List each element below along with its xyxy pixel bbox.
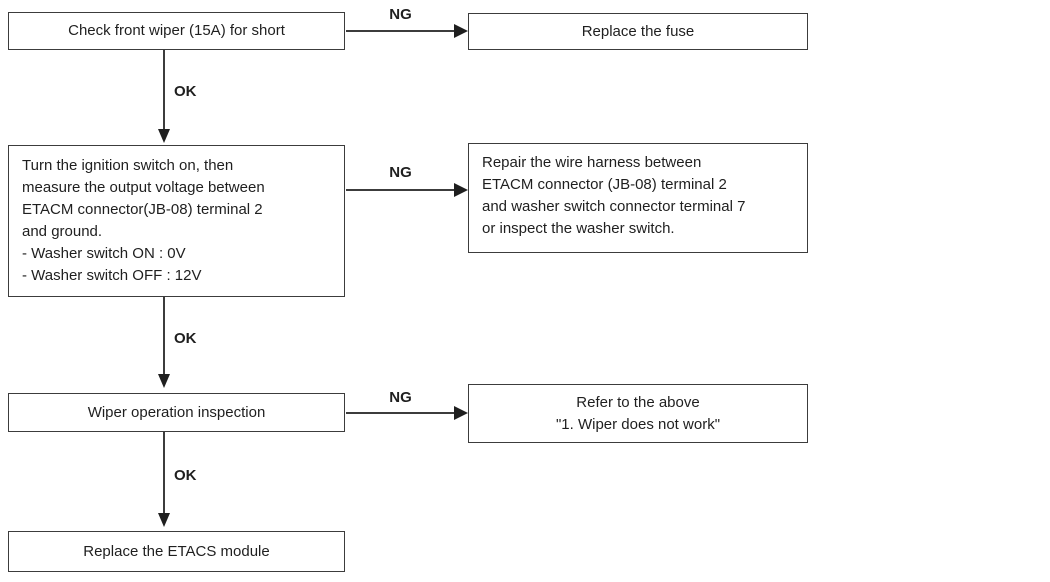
node-repair-harness-line: Repair the wire harness between [482, 154, 702, 171]
node-refer-above: Refer to the above "1. Wiper does not wo… [468, 384, 808, 443]
node-repair-harness-line: ETACM connector (JB-08) terminal 2 [482, 176, 727, 193]
ok-connector-3-line [163, 432, 165, 514]
node-repair-harness-line: or inspect the washer switch. [482, 220, 675, 237]
node-check-voltage-line: Turn the ignition switch on, then [22, 157, 234, 174]
node-refer-above-line: Refer to the above [576, 393, 700, 411]
arrowhead-right-icon [454, 406, 468, 420]
ng-label-3: NG [389, 389, 412, 406]
node-wiper-inspection-label: Wiper operation inspection [87, 403, 266, 421]
node-replace-fuse: Replace the fuse [468, 13, 808, 50]
ok-connector-1-line [163, 50, 165, 130]
node-check-voltage-line: and ground. [22, 223, 103, 240]
node-replace-etacs-label: Replace the ETACS module [83, 542, 270, 560]
ng-label-2: NG [389, 164, 412, 181]
node-check-voltage-line: measure the output voltage between [22, 179, 265, 196]
node-replace-etacs: Replace the ETACS module [8, 531, 345, 572]
arrowhead-down-icon [158, 513, 170, 527]
node-check-voltage-line: - Washer switch ON : 0V [22, 245, 186, 262]
ng-arrow-3-line [346, 412, 456, 414]
node-replace-fuse-label: Replace the fuse [581, 22, 695, 40]
ng-arrow-1-line [346, 30, 456, 32]
node-check-voltage: Turn the ignition switch on, then measur… [8, 145, 345, 297]
ok-label-1: OK [174, 83, 197, 100]
arrowhead-down-icon [158, 129, 170, 143]
ok-connector-2-line [163, 297, 165, 375]
node-check-voltage-line: ETACM connector(JB-08) terminal 2 [22, 201, 263, 218]
ok-label-3: OK [174, 467, 197, 484]
ok-label-2: OK [174, 330, 197, 347]
node-repair-harness: Repair the wire harness between ETACM co… [468, 143, 808, 253]
node-check-fuse: Check front wiper (15A) for short [8, 12, 345, 50]
node-repair-harness-line: and washer switch connector terminal 7 [482, 198, 746, 215]
arrowhead-down-icon [158, 374, 170, 388]
node-check-voltage-line: - Washer switch OFF : 12V [22, 267, 202, 284]
node-wiper-inspection: Wiper operation inspection [8, 393, 345, 432]
arrowhead-right-icon [454, 24, 468, 38]
arrowhead-right-icon [454, 183, 468, 197]
node-check-fuse-label: Check front wiper (15A) for short [68, 22, 285, 39]
ng-arrow-2-line [346, 189, 456, 191]
node-refer-above-line: "1. Wiper does not work" [555, 415, 721, 433]
ng-label-1: NG [389, 6, 412, 23]
